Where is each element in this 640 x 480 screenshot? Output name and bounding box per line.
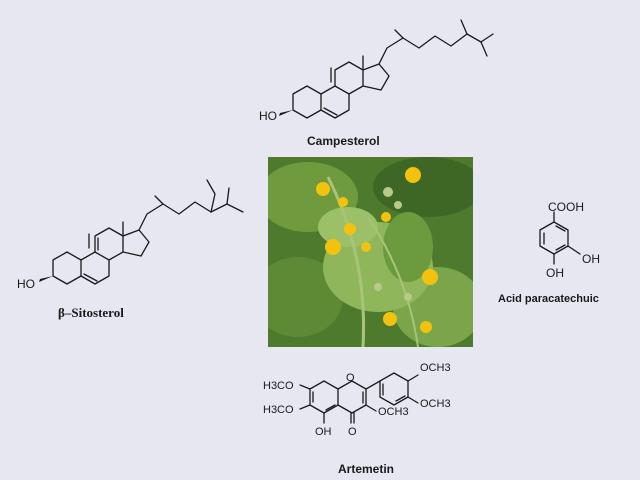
methoxy-3-label: OCH3 (378, 406, 409, 418)
paracatechuic-label: Acid paracatechuic (498, 293, 599, 305)
artemetin-structure: O H3CO H3CO OH O OCH3 OCH3 OCH3 (262, 355, 502, 455)
flower-heads (316, 167, 438, 333)
para-oh-label: OH (546, 266, 564, 280)
campesterol-structure: HO (255, 8, 515, 133)
methoxy-5-label: OCH3 (420, 398, 451, 410)
campesterol-ho-label: HO (259, 109, 277, 123)
campesterol-label: Campesterol (307, 134, 380, 148)
sitosterol-structure: HO (15, 172, 265, 302)
hydroxyl-label: OH (315, 426, 332, 438)
meta-oh-label: OH (582, 252, 600, 266)
plant-photo (268, 157, 473, 347)
methoxy-4-label: OCH3 (420, 362, 451, 374)
methoxy-1-label: H3CO (263, 380, 294, 392)
sitosterol-label: β–Sitosterol (58, 305, 124, 320)
carbonyl-o-label: O (348, 426, 357, 438)
methoxy-2-label: H3CO (263, 404, 294, 416)
paracatechuic-structure: COOH OH OH (520, 200, 630, 290)
ring-o-label: O (346, 372, 355, 384)
sitosterol-ho-label: HO (17, 277, 35, 291)
cooh-label: COOH (548, 200, 584, 214)
artemetin-label: Artemetin (338, 462, 395, 476)
